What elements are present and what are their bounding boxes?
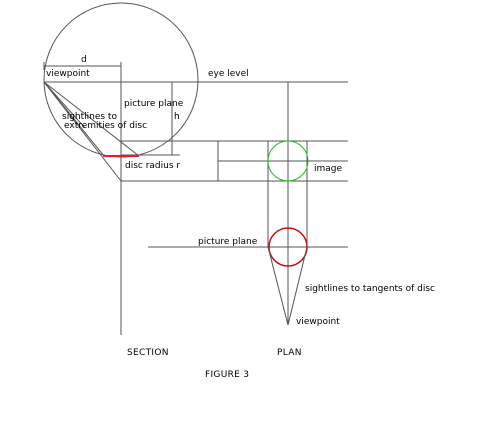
label-sightlines-extremities-line1: sightlines to — [62, 112, 117, 122]
labels: d viewpoint eye level picture plane h si… — [46, 55, 435, 380]
sightline-lower — [43, 81, 140, 157]
label-disc-radius: disc radius r — [125, 161, 180, 171]
label-picture-plane-plan: picture plane — [198, 237, 258, 247]
label-image: image — [314, 164, 342, 174]
sightline-mid-a — [43, 81, 86, 129]
image-circle — [267, 140, 309, 182]
sightline-mid-b — [43, 81, 122, 182]
section-view — [43, 2, 348, 335]
label-sightlines-extremities-line2: extremities of disc — [64, 121, 147, 131]
caption-figure: FIGURE 3 — [205, 370, 249, 380]
tangent-sightline-left — [267, 246, 289, 326]
label-sightlines-tangents: sightlines to tangents of disc — [305, 284, 435, 294]
label-eye-level: eye level — [208, 69, 249, 79]
tangent-sightline-right — [287, 246, 308, 326]
plan-view — [148, 82, 348, 326]
label-viewpoint-plan: viewpoint — [296, 317, 340, 327]
label-d: d — [81, 55, 87, 65]
label-h: h — [174, 112, 180, 122]
label-viewpoint-section: viewpoint — [46, 69, 90, 79]
caption-section: SECTION — [127, 348, 169, 358]
projection-frame — [121, 140, 348, 182]
label-picture-plane-section: picture plane — [124, 99, 184, 109]
caption-plan: PLAN — [277, 348, 302, 358]
label-sightlines-extremities: sightlines to extremities of disc — [62, 112, 147, 131]
